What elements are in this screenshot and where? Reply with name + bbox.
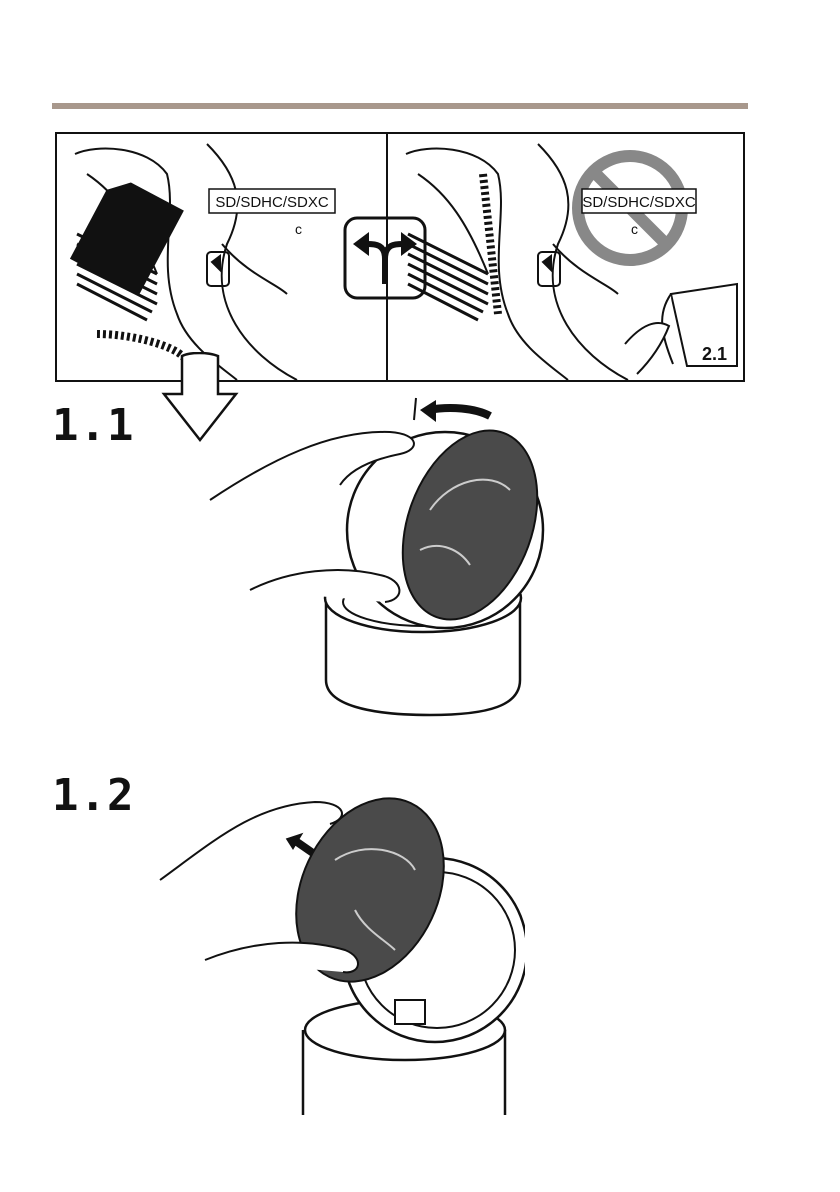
- step-label-1-1: 1.1: [52, 400, 134, 451]
- sd-label-left: SD/SDHC/SDXC: [215, 194, 329, 211]
- small-mark-right: c: [631, 221, 638, 237]
- header-rule: [52, 103, 748, 109]
- sd-card-panel: SD/SDHC/SDXC c: [55, 132, 745, 382]
- sd-card-icon: [70, 174, 184, 295]
- rotate-counterclockwise-arrow-icon: [414, 398, 490, 422]
- sd-card-illustration: SD/SDHC/SDXC c: [57, 134, 743, 380]
- reference-tag: 2.1: [702, 344, 727, 364]
- sd-label-right: SD/SDHC/SDXC: [582, 194, 696, 211]
- panel-divider: [386, 134, 388, 380]
- small-mark-left: c: [295, 221, 302, 237]
- step-1-1-illustration: [190, 390, 550, 730]
- step-label-1-2: 1.2: [52, 770, 134, 821]
- step-1-2-illustration: [155, 790, 525, 1115]
